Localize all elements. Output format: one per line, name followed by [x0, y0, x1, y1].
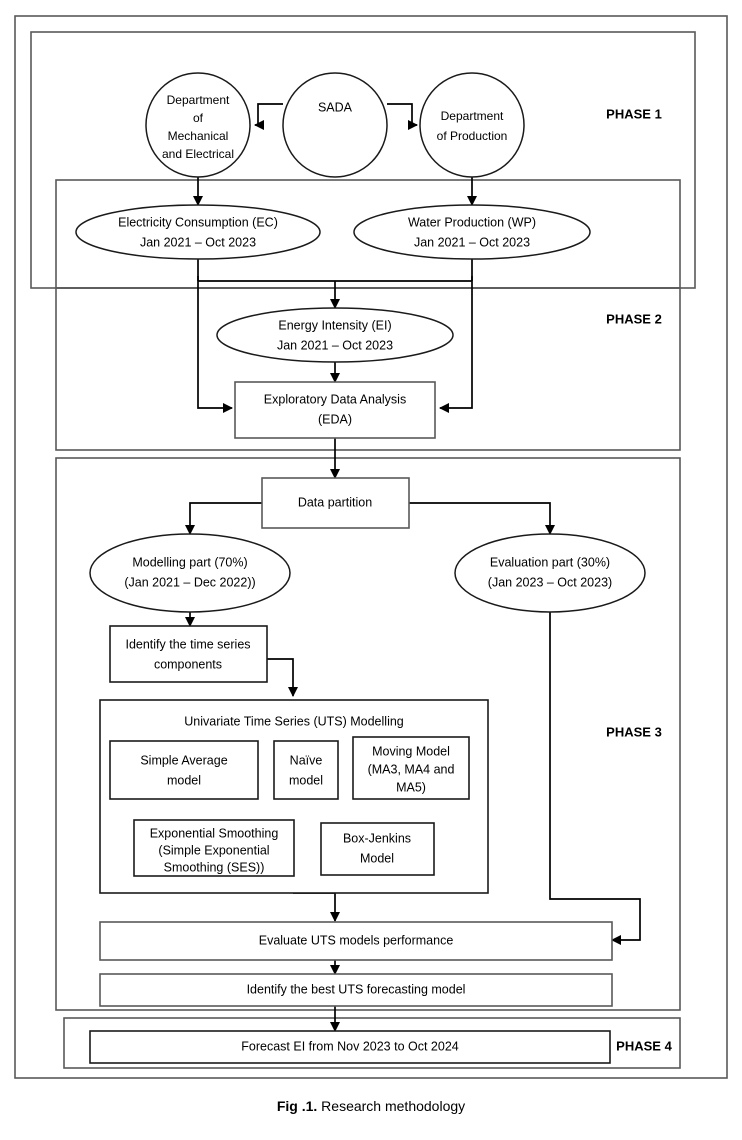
node-sada-label: SADA: [318, 100, 353, 114]
phase-2-label: PHASE 2: [606, 311, 662, 326]
node-moving-model-line-1: Moving Model: [372, 744, 450, 758]
node-dept-mech-line-2: of: [193, 111, 204, 125]
connector-ec-to-eda-left: [197, 276, 234, 414]
connector-sada-to-dept-prod: [387, 103, 419, 131]
node-simple-average-line-2: model: [167, 773, 201, 787]
node-moving-model-line-3: MA5): [396, 780, 426, 794]
node-box-jenkins-line-2: Model: [360, 851, 394, 865]
node-evaluation-part: [454, 533, 646, 613]
node-dept-mech-line-3: Mechanical: [168, 129, 229, 143]
node-electricity-consumption: [75, 204, 321, 260]
node-evaluate-uts-label: Evaluate UTS models performance: [259, 933, 454, 947]
connector-evaluation-part-to-evaluate: [549, 601, 641, 946]
node-modelling-part-line-1: Modelling part (70%): [132, 555, 247, 569]
node-naive-line-1: Naïve: [290, 753, 323, 767]
node-evaluate-uts-models-performance: [99, 921, 613, 961]
connector-sada-to-dept-mech: [253, 103, 283, 131]
connector-partition-to-modelling: [184, 502, 262, 536]
connector-wp-to-eda-right: [438, 276, 473, 414]
node-identify-components-line-2: components: [154, 657, 222, 671]
node-naive-model: [273, 740, 339, 800]
node-identify-time-series-components: [109, 625, 268, 683]
figure-outer-border: [14, 15, 728, 1079]
node-dept-mech-line-4: and Electrical: [162, 147, 234, 161]
node-modelling-part-line-2: (Jan 2021 – Dec 2022)): [124, 575, 255, 589]
node-data-partition: [261, 477, 410, 529]
connector-uts-to-evaluate: [293, 892, 341, 923]
phase-4-frame: [63, 1017, 681, 1069]
node-forecast-ei-label: Forecast EI from Nov 2023 to Oct 2024: [241, 1039, 459, 1053]
phase-3-frame: [55, 457, 681, 1011]
node-dept-mech-line-1: Department: [167, 93, 230, 107]
node-dept-prod-line-1: Department: [441, 109, 504, 123]
node-moving-model-line-2: (MA3, MA4 and: [368, 762, 455, 776]
figure-caption-text: Research methodology: [317, 1098, 466, 1114]
node-forecast-ei: [89, 1030, 611, 1064]
node-ec-line-1: Electricity Consumption (EC): [118, 215, 278, 229]
node-box-jenkins-line-1: Box-Jenkins: [343, 831, 411, 845]
node-eda-line-1: Exploratory Data Analysis: [264, 392, 406, 406]
node-ec-line-2: Jan 2021 – Oct 2023: [140, 235, 256, 249]
phase-4-label: PHASE 4: [616, 1038, 672, 1053]
connector-partition-to-evaluation: [409, 502, 556, 536]
connector-identify-components-to-uts: [267, 658, 299, 698]
node-exp-smoothing-line-3: Smoothing (SES)): [164, 860, 265, 874]
node-sada: [282, 72, 388, 178]
node-exp-smoothing-line-2: (Simple Exponential: [158, 843, 269, 857]
phase-1-label: PHASE 1: [606, 106, 662, 121]
node-data-partition-label: Data partition: [298, 495, 372, 509]
node-wp-line-2: Jan 2021 – Oct 2023: [414, 235, 530, 249]
node-dept-production: [419, 72, 525, 178]
node-exponential-smoothing: [133, 819, 295, 877]
figure-caption-label: Fig .1.: [276, 1098, 318, 1114]
node-identify-best-uts-model: [99, 973, 613, 1007]
node-dept-mechanical-electrical: [145, 72, 251, 178]
node-identify-best-label: Identify the best UTS forecasting model: [247, 982, 466, 996]
node-evaluation-part-line-1: Evaluation part (30%): [490, 555, 610, 569]
figure-caption: Fig .1. Research methodology: [0, 1098, 742, 1114]
node-modelling-part: [89, 533, 291, 613]
node-simple-average-model: [109, 740, 259, 800]
phase-2-frame: [55, 287, 681, 451]
node-ei-line-1: Energy Intensity (EI): [278, 318, 391, 332]
node-wp-line-1: Water Production (WP): [408, 215, 536, 229]
phase-3-label: PHASE 3: [606, 724, 662, 739]
node-moving-model: [352, 736, 470, 800]
node-exp-smoothing-line-1: Exponential Smoothing: [150, 826, 279, 840]
node-dept-prod-line-2: of Production: [437, 129, 508, 143]
node-naive-line-2: model: [289, 773, 323, 787]
node-exploratory-data-analysis: [234, 381, 436, 439]
node-box-jenkins-model: [320, 822, 435, 876]
node-energy-intensity: [216, 307, 454, 363]
node-uts-modelling-title: Univariate Time Series (UTS) Modelling: [184, 714, 404, 728]
node-identify-components-line-1: Identify the time series: [125, 637, 250, 651]
node-simple-average-line-1: Simple Average: [140, 753, 227, 767]
node-evaluation-part-line-2: (Jan 2023 – Oct 2023): [488, 575, 612, 589]
node-ei-line-2: Jan 2021 – Oct 2023: [277, 338, 393, 352]
node-water-production: [353, 204, 591, 260]
node-eda-line-2: (EDA): [318, 412, 352, 426]
